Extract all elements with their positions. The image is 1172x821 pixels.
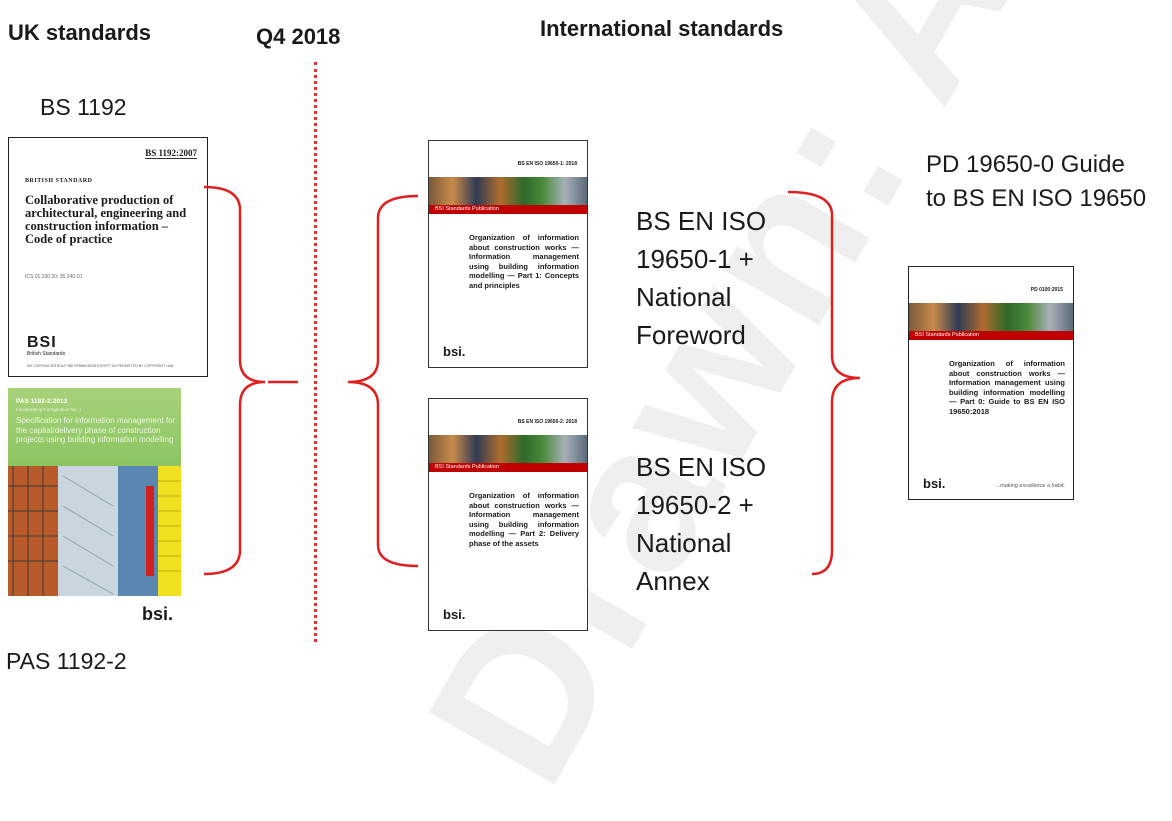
- iso-open-bracket: [347, 194, 419, 568]
- uk-bracket: [203, 185, 266, 576]
- iso1-photo-strip: [429, 177, 587, 205]
- iso-19650-2-cover: BS EN ISO 19650-2: 2018 BSI Standards Pu…: [428, 398, 588, 631]
- pd-cover-tagline: ...making excellence a habit.: [995, 483, 1065, 489]
- uk-standards-header: UK standards: [8, 20, 152, 45]
- bs1192-cover-logo-sub: British Standards: [27, 351, 66, 357]
- iso1-bsi-logo: bsi.: [443, 344, 466, 359]
- pas1192-cover: PAS 1192-2:2013 Incorporating Corrigendu…: [8, 388, 181, 638]
- pas-cover-subtitle: Incorporating Corrigendum No. 1: [16, 407, 82, 412]
- iso2-photo-strip: [429, 435, 587, 463]
- iso1-red-band: BSI Standards Publication: [429, 205, 587, 214]
- iso2-cover-number: BS EN ISO 19650-2: 2018: [517, 419, 577, 425]
- bsi-logo: BSI: [27, 334, 57, 351]
- pas-bsi-logo: bsi.: [141, 604, 173, 624]
- iso-19650-1-label: BS EN ISO 19650-1 + National Foreword: [636, 206, 767, 350]
- pd-red-band: BSI Standards Publication: [909, 331, 1073, 340]
- international-standards-header: International standards: [540, 16, 784, 41]
- pd-bsi-logo: bsi.: [923, 476, 946, 491]
- pas-cover-number: PAS 1192-2:2013: [16, 398, 68, 405]
- timeline-divider: [314, 62, 317, 642]
- iso2-red-band: BSI Standards Publication: [429, 463, 587, 472]
- q4-2018-header: Q4 2018: [256, 24, 341, 49]
- bs1192-cover-copyright: NO COPYING WITHOUT BSI PERMISSION EXCEPT…: [27, 364, 174, 368]
- iso2-bsi-logo: bsi.: [443, 607, 466, 622]
- pas-cover-title: Specification for information management…: [16, 416, 176, 444]
- iso-19650-1-cover: BS EN ISO 19650-1: 2018 BSI Standards Pu…: [428, 140, 588, 368]
- bs1192-cover: BS 1192:2007 BRITISH STANDARD Collaborat…: [8, 137, 208, 377]
- pas1192-label: PAS 1192-2: [6, 648, 127, 674]
- pd-photo-strip: [909, 303, 1073, 331]
- pd-19650-0-label: PD 19650-0 Guide to BS EN ISO 19650: [926, 151, 1147, 212]
- bs1192-label: BS 1192: [40, 94, 127, 120]
- iso1-cover-title: Organization of information about constr…: [469, 233, 579, 290]
- iso-19650-2-label: BS EN ISO 19650-2 + National Annex: [636, 452, 767, 596]
- bs1192-cover-series: BRITISH STANDARD: [25, 178, 93, 184]
- pas-cover-image: [8, 466, 181, 596]
- bs1192-cover-number: BS 1192:2007: [145, 148, 197, 159]
- iso-close-bracket: [787, 190, 861, 576]
- pd-cover-title: Organization of information about constr…: [949, 359, 1065, 416]
- iso2-cover-title: Organization of information about constr…: [469, 491, 579, 548]
- bs1192-cover-title: Collaborative production of architectura…: [25, 193, 187, 246]
- pd-19650-0-cover: PD 0100:2015 BSI Standards Publication O…: [908, 266, 1074, 500]
- iso1-cover-number: BS EN ISO 19650-1: 2018: [517, 161, 577, 167]
- bracket-layer: [203, 185, 861, 576]
- pd-cover-number: PD 0100:2015: [1030, 287, 1063, 293]
- bs1192-cover-ics: ICS 01.100.30; 35.240.10: [25, 274, 82, 280]
